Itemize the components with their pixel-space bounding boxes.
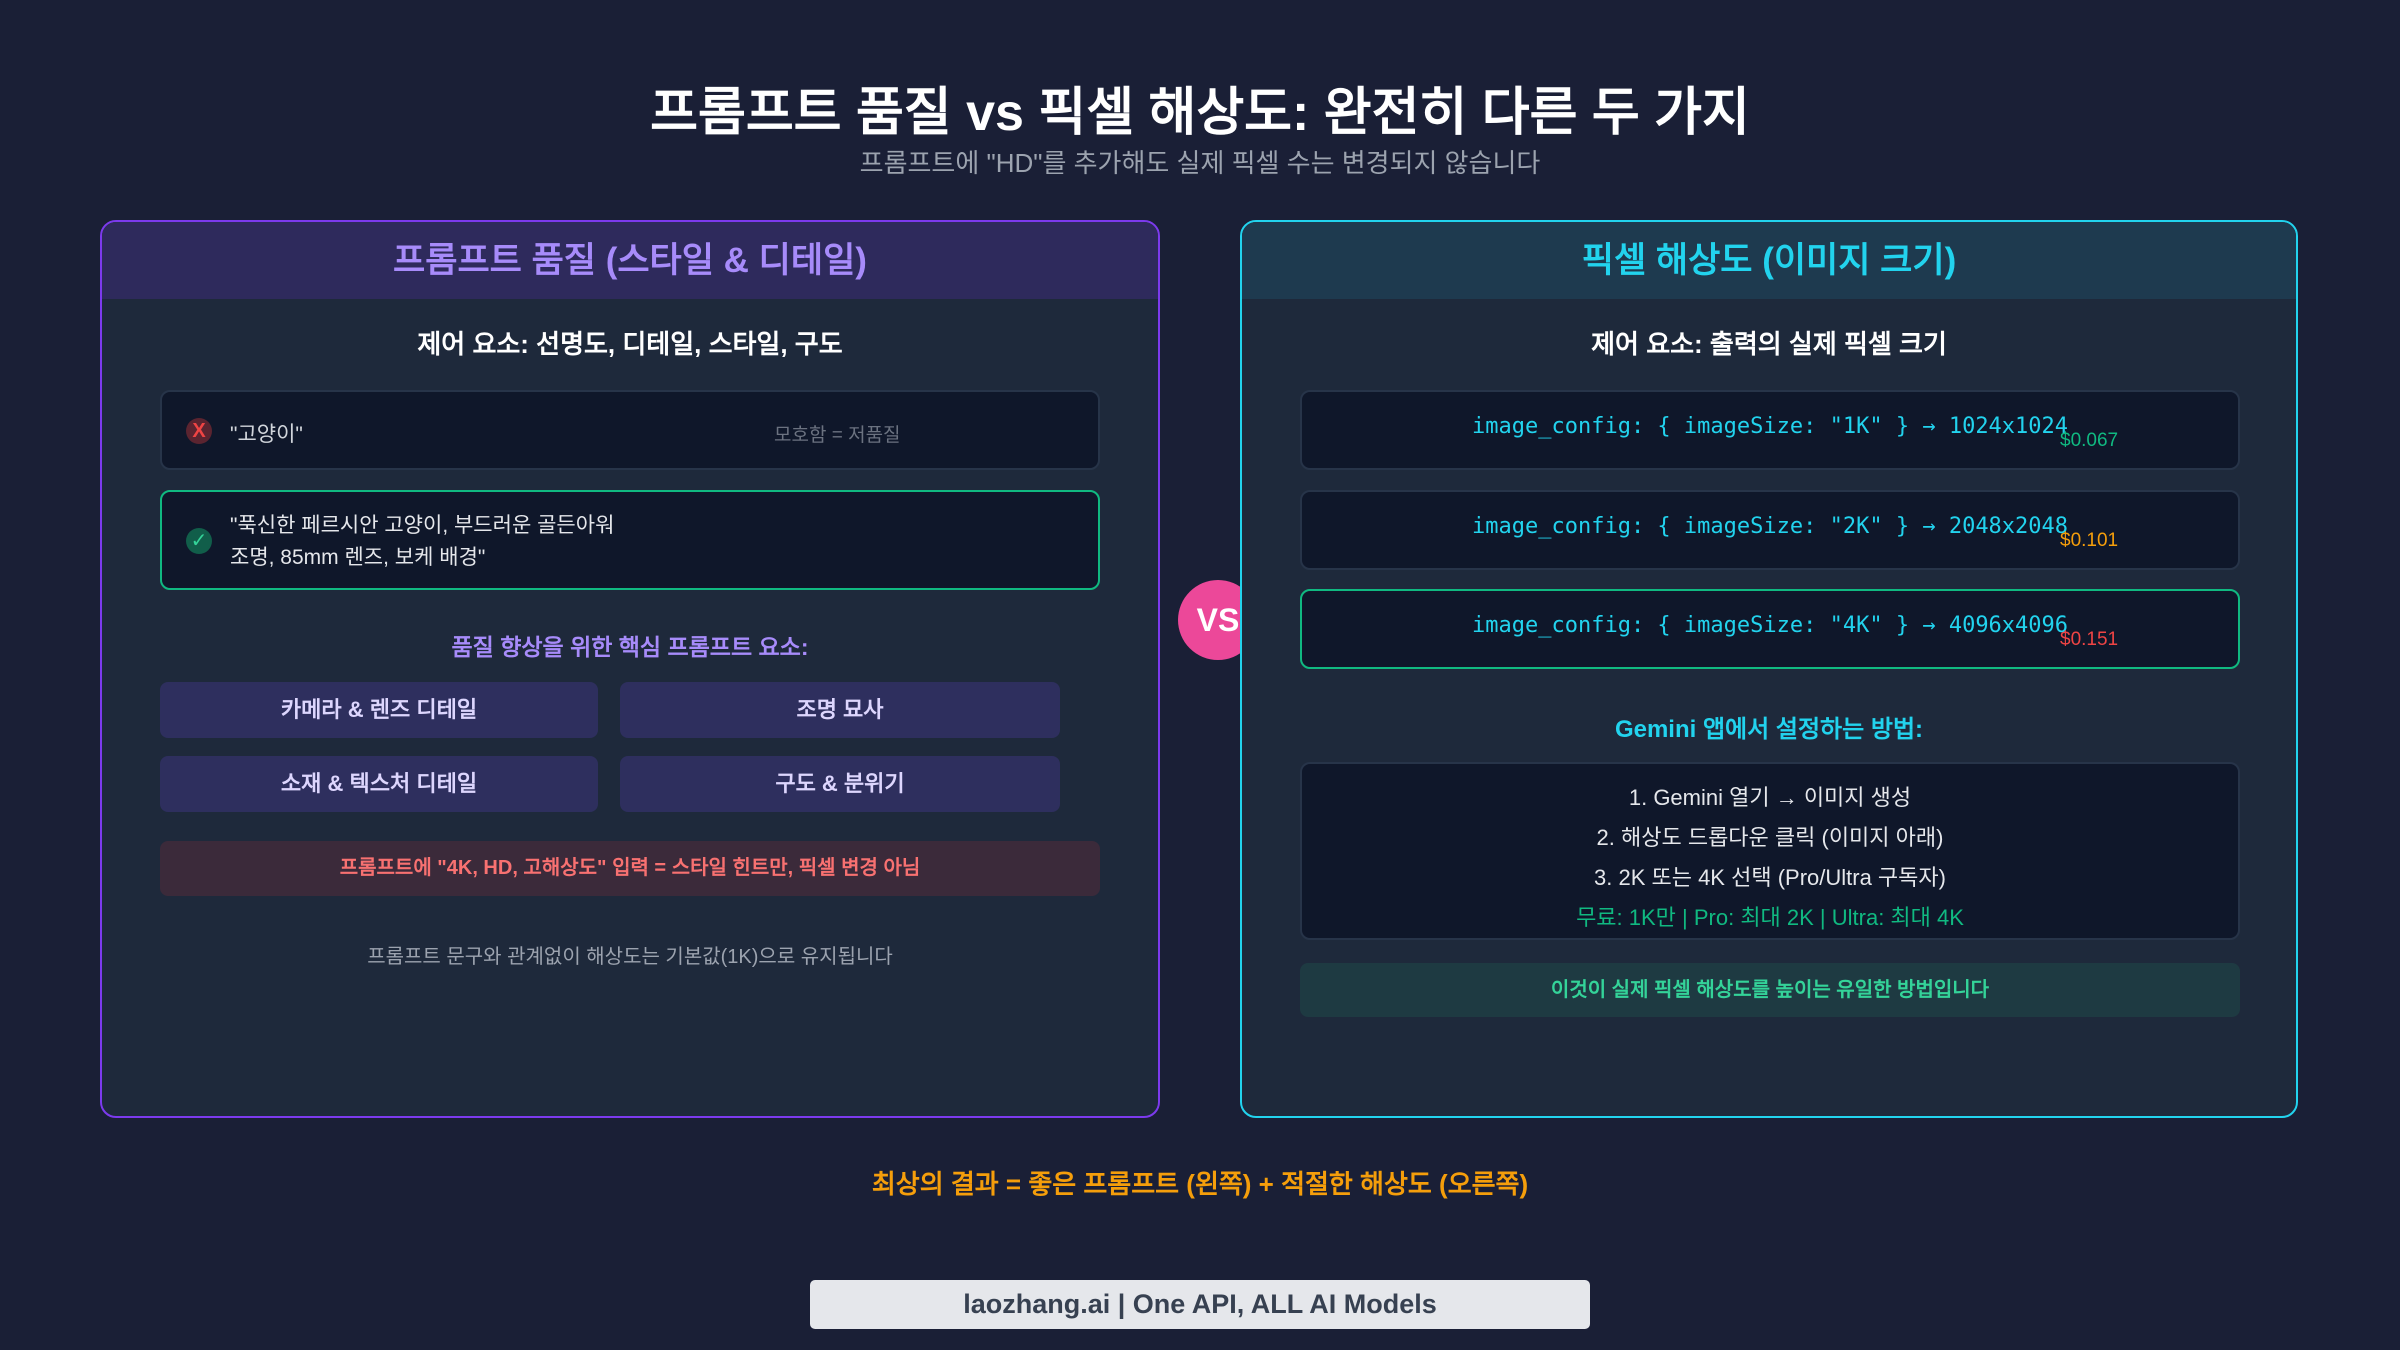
panel-subtitle: 제어 요소: 선명도, 디테일, 스타일, 구도 [417, 329, 843, 359]
config-code: image_config: { imageSize: "1K" } → 1024… [1472, 414, 2069, 439]
config-price: $0.067 [2060, 430, 2119, 451]
page-subtitle: 프롬프트에 "HD"를 추가해도 실제 픽셀 수는 변경되지 않습니다 [859, 148, 1541, 178]
step-item: 1. Gemini 열기 → 이미지 생성 [1628, 785, 1912, 810]
tag-composition-mood: 구도 & 분위기 [620, 756, 1060, 812]
elements-label: 품질 향상을 위한 핵심 프롬프트 요소: [451, 634, 809, 660]
conclusion: 최상의 결과 = 좋은 프롬프트 (왼쪽) + 적절한 해상도 (오른쪽) [871, 1169, 1529, 1199]
good-prompt-line: "푹신한 페르시안 고양이, 부드러운 골든아워 [230, 514, 615, 537]
panel-title: 픽셀 해상도 (이미지 크기) [1242, 222, 2296, 299]
tier-info: 무료: 1K만 | Pro: 최대 2K | Ultra: 최대 4K [1576, 905, 1964, 930]
only-way-bar: 이것이 실제 픽셀 해상도를 높이는 유일한 방법입니다 [1300, 963, 2240, 1017]
tag-camera-lens: 카메라 & 렌즈 디테일 [160, 682, 598, 738]
pixel-resolution-panel: 픽셀 해상도 (이미지 크기) 제어 요소: 출력의 실제 픽셀 크기 imag… [1240, 220, 2298, 1118]
good-prompt-line: 조명, 85mm 렌즈, 보케 배경" [230, 546, 486, 569]
warning-bar: 프롬프트에 "4K, HD, 고해상도" 입력 = 스타일 힌트만, 픽셀 변경… [160, 841, 1100, 896]
config-price: $0.101 [2060, 530, 2119, 551]
panel-title: 프롬프트 품질 (스타일 & 디테일) [102, 222, 1158, 299]
bad-prompt-note: 모호함 = 저품질 [774, 425, 901, 446]
gemini-steps: 1. Gemini 열기 → 이미지 생성 2. 해상도 드롭다운 클릭 (이미… [1300, 762, 2240, 940]
step-item: 3. 2K 또는 4K 선택 (Pro/Ultra 구독자) [1594, 865, 1946, 890]
page-title: 프롬프트 품질 vs 픽셀 해상도: 완전히 다른 두 가지 [650, 84, 1750, 142]
gemini-label: Gemini 앱에서 설정하는 방법: [1614, 716, 1924, 743]
x-icon: X [186, 418, 212, 444]
config-price: $0.151 [2060, 629, 2119, 650]
bad-prompt-text: "고양이" [230, 423, 303, 446]
tag-material-texture: 소재 & 텍스처 디테일 [160, 756, 598, 812]
good-prompt-example: ✓ "푹신한 페르시안 고양이, 부드러운 골든아워 조명, 85mm 렌즈, … [160, 490, 1100, 590]
config-code: image_config: { imageSize: "4K" } → 4096… [1472, 613, 2069, 638]
config-2k: image_config: { imageSize: "2K" } → 2048… [1300, 490, 2240, 570]
config-4k: image_config: { imageSize: "4K" } → 4096… [1300, 589, 2240, 669]
bad-prompt-example: X "고양이" 모호함 = 저품질 [160, 390, 1100, 470]
config-code: image_config: { imageSize: "2K" } → 2048… [1472, 514, 2069, 539]
config-1k: image_config: { imageSize: "1K" } → 1024… [1300, 390, 2240, 470]
tag-lighting: 조명 묘사 [620, 682, 1060, 738]
default-resolution-note: 프롬프트 문구와 관계없이 해상도는 기본값(1K)으로 유지됩니다 [367, 946, 893, 968]
footer-brand: laozhang.ai | One API, ALL AI Models [810, 1280, 1590, 1329]
panel-subtitle: 제어 요소: 출력의 실제 픽셀 크기 [1591, 329, 1947, 359]
step-item: 2. 해상도 드롭다운 클릭 (이미지 아래) [1596, 825, 1944, 850]
prompt-quality-panel: 프롬프트 품질 (스타일 & 디테일) 제어 요소: 선명도, 디테일, 스타일… [100, 220, 1160, 1118]
check-icon: ✓ [186, 528, 212, 554]
